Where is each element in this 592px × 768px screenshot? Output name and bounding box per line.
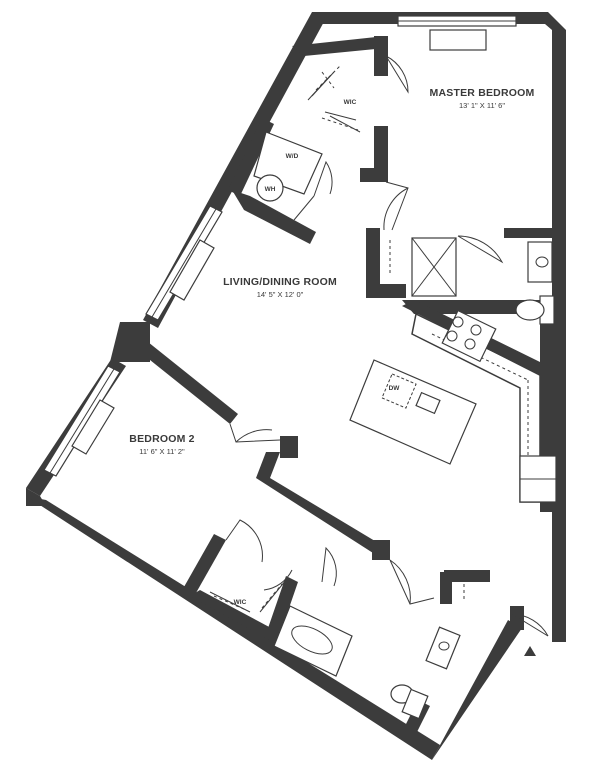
living-dining-dims: 14' 5" X 12' 0" [257, 290, 304, 299]
laundry [253, 131, 323, 202]
living-dining-name: LIVING/DINING ROOM [223, 276, 337, 288]
bathtub [273, 605, 353, 677]
bedroom-2-name: BEDROOM 2 [129, 433, 194, 445]
linen-closet-shelves [389, 240, 465, 602]
kitchen-island [349, 359, 477, 465]
wic-master-shelves [315, 65, 359, 131]
water-heater-icon [256, 174, 284, 202]
wic-master-label: WIC [344, 99, 357, 106]
closet-rods [209, 65, 465, 613]
bedroom-2-dims: 11' 6" X 11' 2" [139, 447, 185, 456]
dishwasher-label: DW [389, 385, 401, 392]
washer-dryer-label: W/D [286, 153, 299, 160]
windows [43, 15, 517, 477]
wic-bedroom2-shelves [209, 579, 287, 613]
interior-walls [140, 36, 554, 734]
kitchen [349, 309, 557, 503]
master-bedroom-name: MASTER BEDROOM [430, 87, 535, 99]
bath-2 [273, 605, 461, 720]
master-bath [411, 237, 555, 325]
island-sink [415, 391, 441, 415]
cooktop [441, 309, 497, 363]
wic-bedroom2-label: WIC [234, 599, 247, 606]
room-labels: MASTER BEDROOM 13' 1" X 11' 6" LIVING/DI… [129, 87, 534, 606]
entry-arrow-icon [524, 646, 536, 656]
master-bedroom-dims: 13' 1" X 11' 6" [459, 101, 505, 110]
doors [225, 55, 549, 656]
vanity-bath2 [425, 626, 461, 670]
water-heater-label: WH [265, 186, 276, 193]
